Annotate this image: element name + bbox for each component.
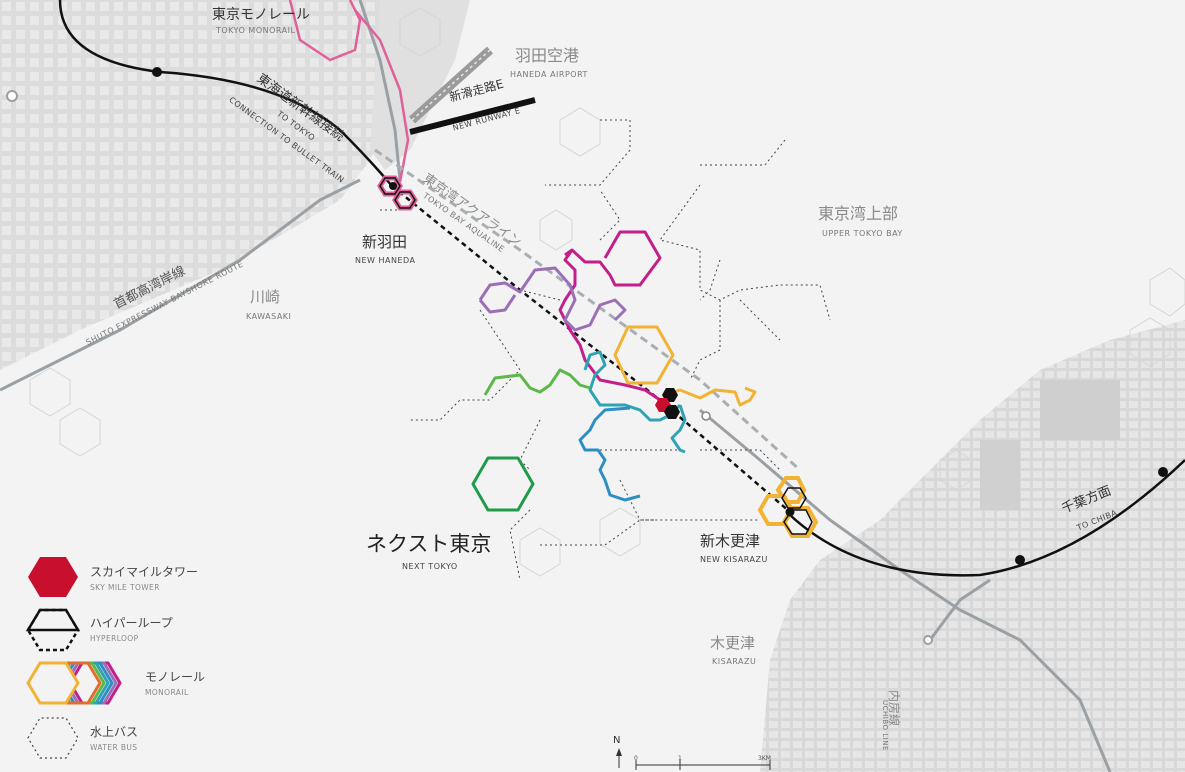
station-circle (923, 635, 933, 645)
new-haneda-station (377, 175, 418, 211)
new-kisarazu-en: NEW KISARAZU (700, 555, 768, 564)
new-haneda-label: 新羽田 (362, 233, 408, 251)
background-hexes (29, 7, 1185, 577)
land-southeast (760, 320, 1185, 772)
monorail-teal (583, 350, 682, 422)
kawasaki-en: KAWASAKI (246, 312, 292, 321)
legend-water-bus: 水上バス WATER BUS (90, 723, 138, 752)
haneda-airport-en: HANEDA AIRPORT (510, 70, 588, 79)
uchibo-label: 内房線 (887, 690, 901, 727)
legend-label-en: SKY MILE TOWER (90, 583, 160, 592)
legend-monorail: モノレール MONORAIL (145, 668, 205, 697)
uchibo-en: UCHIBO LINE (881, 700, 889, 751)
haneda-airport-label: 羽田空港 (515, 46, 580, 65)
scale-tick-3km: 3KM (758, 755, 771, 762)
chiba-rail-line (789, 459, 1185, 577)
kawasaki-label: 川崎 (250, 288, 281, 306)
legend-symbols (25, 557, 122, 759)
new-haneda-en: NEW HANEDA (355, 256, 416, 265)
legend-label-en: HYPERLOOP (90, 634, 139, 643)
new-runway-e (409, 97, 536, 135)
upper-tokyo-bay-en: UPPER TOKYO BAY (822, 229, 903, 238)
legend-label: ハイパーループ (90, 616, 173, 630)
monorail-green-hex (471, 456, 535, 512)
legend-monorail-icon (26, 661, 122, 705)
legend-sky-mile-tower: スカイマイルタワー SKY MILE TOWER (90, 563, 198, 592)
legend-sky-mile-tower-icon (28, 557, 78, 597)
monorail-purple (478, 266, 627, 332)
tokyo-monorail-line (288, 0, 362, 62)
station-circle (6, 90, 18, 102)
roads (0, 0, 1112, 772)
scale-bar (616, 748, 771, 770)
water-bus-routes (380, 119, 831, 581)
legend-label-en: WATER BUS (90, 743, 138, 752)
north-arrow-icon (616, 748, 622, 756)
monorail-to-haneda (354, 9, 410, 183)
kisarazu-label: 木更津 (710, 634, 756, 652)
legend-hyperloop: ハイパーループ HYPERLOOP (90, 614, 173, 643)
land-northwest (0, 0, 390, 370)
scale-tick-1: 1 (678, 755, 682, 762)
tokyo-monorail-en: TOKYO MONORAIL (216, 26, 296, 35)
monorail-yellow-hex (613, 325, 675, 385)
monorail-blue (578, 406, 641, 502)
legend-label-en: MONORAIL (145, 688, 189, 697)
kisarazu-en: KISARAZU (712, 657, 757, 666)
monorail-green (483, 368, 591, 396)
next-tokyo-title: ネクスト東京 (366, 532, 492, 556)
harbor-block (980, 440, 1020, 510)
legend-label: モノレール (145, 670, 206, 684)
sky-mile-tower-cluster (655, 388, 711, 421)
new-kisarazu-station (757, 476, 819, 538)
harbor-block (1040, 380, 1120, 440)
scale-tick-0: 0 (634, 755, 638, 762)
monorail-lines (471, 230, 757, 512)
bullet-train-line (58, 0, 393, 187)
next-tokyo-en: NEXT TOKYO (402, 562, 458, 571)
legend-label: 水上バス (90, 725, 139, 739)
new-kisarazu-label: 新木更津 (700, 532, 761, 550)
upper-tokyo-bay-label: 東京湾上部 (818, 204, 899, 223)
north-label: N (613, 735, 621, 746)
legend-label: スカイマイルタワー (90, 565, 199, 579)
monorail-magenta (564, 230, 662, 287)
rail-station-dot (1015, 555, 1025, 565)
legend-water-bus-icon (27, 717, 79, 759)
tokyo-monorail-label: 東京モノレール (212, 7, 310, 23)
hyperloop-route (391, 185, 791, 513)
rail-station-dot (152, 67, 162, 77)
haneda-runways (408, 46, 536, 135)
aqualine-route (374, 148, 802, 472)
rail-station-dot (1158, 467, 1168, 477)
